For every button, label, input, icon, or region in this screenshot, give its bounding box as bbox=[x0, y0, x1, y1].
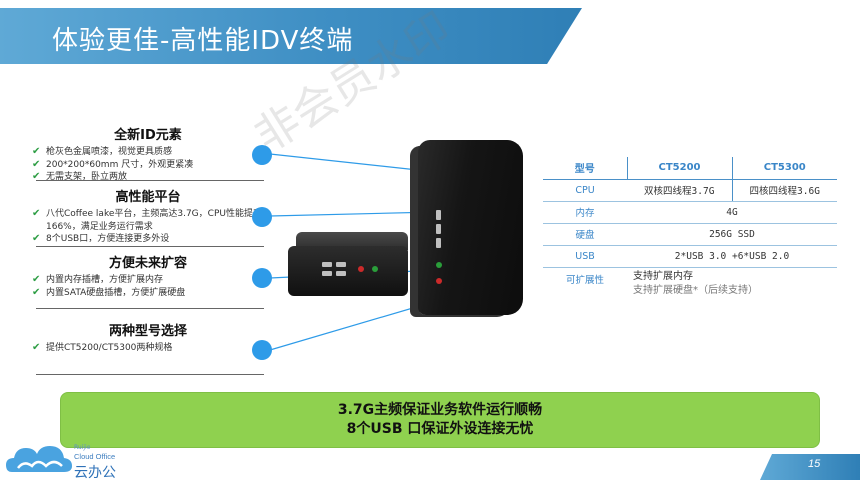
divider bbox=[36, 246, 264, 247]
highlight-box: 3.7G主频保证业务软件运行顺畅 8个USB 口保证外设连接无忧 bbox=[60, 392, 820, 448]
feature-line: ✔8个USB口，方便连接更多外设 bbox=[32, 233, 170, 244]
table-header-row: 型号 CT5200 CT5300 bbox=[543, 157, 837, 180]
check-icon: ✔ bbox=[32, 146, 41, 157]
feature-line: ✔枪灰色金属喷漆，视觉更具质感 bbox=[32, 146, 173, 157]
feature-line: ✔内置SATA硬盘插槽，方便扩展硬盘 bbox=[32, 286, 186, 298]
led-icon bbox=[358, 266, 364, 272]
usb-port-icon bbox=[436, 224, 441, 234]
row-label: 可扩展性 bbox=[565, 274, 604, 286]
led-icon bbox=[372, 266, 378, 272]
table-header: CT5300 bbox=[731, 157, 837, 180]
small-terminal bbox=[288, 246, 408, 296]
check-icon: ✔ bbox=[32, 171, 41, 182]
led-icon bbox=[436, 262, 442, 268]
table-cell: 4G bbox=[627, 201, 837, 224]
brand-chinese: 云办公 bbox=[74, 465, 116, 481]
feature-block-performance: 高性能平台 ✔八代Coffee lake平台，主频高达3.7G，CPU性能提升1… bbox=[32, 186, 264, 246]
title-banner bbox=[0, 8, 582, 64]
feature-line: ✔内置内存插槽，方便扩展内存 bbox=[32, 274, 164, 285]
usb-port-icon bbox=[336, 262, 346, 267]
check-icon: ✔ bbox=[32, 286, 41, 298]
feature-block-expansion: 方便未来扩容 ✔内置内存插槽，方便扩展内存 ✔内置SATA硬盘插槽，方便扩展硬盘 bbox=[32, 252, 264, 299]
highlight-line: 3.7G主频保证业务软件运行顺畅 bbox=[337, 402, 543, 418]
callout-dot bbox=[252, 207, 272, 227]
check-icon: ✔ bbox=[32, 158, 41, 170]
row-label: 硬盘 bbox=[543, 223, 627, 246]
highlight-line: 8个USB 口保证外设连接无忧 bbox=[346, 421, 534, 437]
callout-dot bbox=[252, 340, 272, 360]
table-row: 硬盘 256G SSD bbox=[543, 223, 837, 246]
brand-small-text: Ruijie bbox=[74, 444, 91, 451]
feature-title: 方便未来扩容 bbox=[108, 256, 187, 271]
feature-title: 全新ID元素 bbox=[114, 128, 182, 143]
usb-port-icon bbox=[436, 238, 441, 248]
connector-line bbox=[269, 299, 441, 351]
table-cell: 2*USB 3.0 +6*USB 2.0 bbox=[627, 245, 837, 268]
feature-block-models: 两种型号选择 ✔提供CT5200/CT5300两种规格 bbox=[32, 320, 264, 355]
usb-port-icon bbox=[336, 271, 346, 276]
table-cell: 256G SSD bbox=[627, 223, 837, 246]
callout-dot bbox=[252, 145, 272, 165]
spec-table: 型号 CT5200 CT5300 CPU 双核四线程3.7G 四核四线程3.6G… bbox=[543, 157, 837, 301]
feature-line: ✔200*200*60mm 尺寸，外观更紧凑 bbox=[32, 158, 194, 170]
check-icon: ✔ bbox=[32, 274, 41, 285]
page-number: 15 bbox=[808, 458, 821, 470]
table-header: 型号 bbox=[543, 157, 627, 180]
expand-memory-text: 支持扩展内存 bbox=[633, 271, 693, 283]
table-row: 内存 4G bbox=[543, 201, 837, 224]
feature-line: ✔无需支架，卧立两放 bbox=[32, 171, 128, 182]
divider bbox=[36, 308, 264, 309]
row-label: CPU bbox=[543, 179, 627, 202]
tall-terminal bbox=[418, 140, 523, 315]
brand-english: Cloud Office bbox=[74, 452, 116, 461]
connector-line bbox=[269, 153, 437, 173]
table-row: 可扩展性 支持扩展内存 支持扩展硬盘*（后续支持） bbox=[543, 267, 837, 301]
feature-line: ✔提供CT5200/CT5300两种规格 bbox=[32, 342, 173, 353]
usb-port-icon bbox=[322, 262, 332, 267]
table-row: USB 2*USB 3.0 +6*USB 2.0 bbox=[543, 245, 837, 268]
check-icon: ✔ bbox=[32, 233, 41, 244]
callout-dot bbox=[252, 268, 272, 288]
table-cell: 双核四线程3.7G bbox=[627, 179, 732, 202]
table-header: CT5200 bbox=[626, 157, 732, 180]
usb-port-icon bbox=[436, 210, 441, 220]
table-cell: 支持扩展内存 支持扩展硬盘*（后续支持） bbox=[627, 267, 837, 301]
feature-title: 高性能平台 bbox=[115, 190, 181, 205]
feature-block-new-id: 全新ID元素 ✔枪灰色金属喷漆，视觉更具质感 ✔200*200*60mm 尺寸，… bbox=[32, 124, 264, 184]
cloud-logo-icon bbox=[6, 446, 72, 472]
feature-line: ✔八代Coffee lake平台，主频高达3.7G，CPU性能提升166%，满足… bbox=[32, 208, 262, 232]
page-number-bar bbox=[760, 454, 860, 480]
check-icon: ✔ bbox=[32, 342, 41, 353]
divider bbox=[36, 374, 264, 375]
divider bbox=[36, 180, 264, 181]
expand-disk-text: 支持扩展硬盘*（后续支持） bbox=[633, 285, 758, 297]
led-icon bbox=[436, 278, 442, 284]
small-terminal-top bbox=[296, 232, 408, 250]
row-label: USB bbox=[543, 245, 627, 268]
row-label: 内存 bbox=[543, 201, 627, 224]
table-cell: 四核四线程3.6G bbox=[731, 179, 837, 202]
check-icon: ✔ bbox=[32, 208, 41, 219]
page-title: 体验更佳-高性能IDV终端 bbox=[52, 26, 354, 56]
usb-port-icon bbox=[322, 271, 332, 276]
connector-line bbox=[269, 211, 437, 217]
feature-title: 两种型号选择 bbox=[108, 324, 187, 339]
table-row: CPU 双核四线程3.7G 四核四线程3.6G bbox=[543, 179, 837, 202]
